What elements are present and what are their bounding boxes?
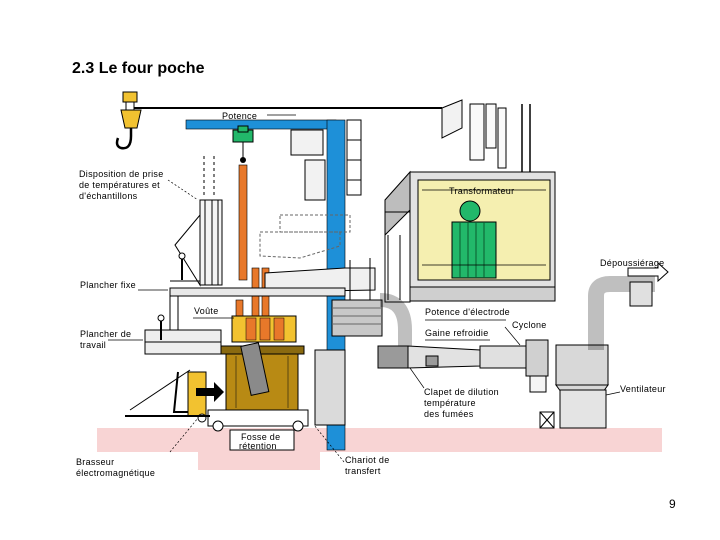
label-clapet-line3: des fumées xyxy=(424,409,474,419)
label-fosse-line2: rétention xyxy=(239,441,277,451)
label-clapet-line1: Clapet de dilution xyxy=(424,387,499,397)
label-fosse-line1: Fosse de xyxy=(241,432,281,442)
label-cyclone: Cyclone xyxy=(512,320,547,330)
label-disposition-line1: Disposition de prise xyxy=(79,169,164,179)
page-number: 9 xyxy=(669,497,676,511)
fume-duct xyxy=(314,276,655,429)
label-depoussierage: Dépoussiérage xyxy=(600,258,665,268)
label-ventilateur: Ventilateur xyxy=(620,384,666,394)
transformer xyxy=(417,179,551,281)
ladle xyxy=(219,315,305,411)
label-chariot-line1: Chariot de xyxy=(345,455,390,465)
trolley-hoist xyxy=(232,125,254,163)
label-plancher-travail-line1: Plancher de xyxy=(80,329,132,339)
work-platform xyxy=(125,314,224,423)
label-disposition-line3: d'échantillons xyxy=(79,191,138,201)
label-transformateur: Transformateur xyxy=(449,186,515,196)
depoussierage-arrow xyxy=(627,261,669,283)
label-chariot-line2: transfert xyxy=(345,466,381,476)
label-brasseur-line1: Brasseur xyxy=(76,457,115,467)
label-plancher-fixe: Plancher fixe xyxy=(80,280,136,290)
label-plancher-travail-line2: travail xyxy=(80,340,107,350)
slide-title: 2.3 Le four poche xyxy=(72,60,205,77)
crane-hook xyxy=(115,91,442,150)
label-clapet-line2: température xyxy=(424,398,476,408)
label-voute: Voûte xyxy=(194,306,219,316)
label-potence: Potence xyxy=(222,111,258,121)
electrodes xyxy=(235,164,270,337)
label-brasseur-line2: électromagnétique xyxy=(76,468,156,478)
fixed-platform xyxy=(169,252,346,330)
label-disposition-line2: de températures et xyxy=(79,180,160,190)
leader-lines xyxy=(108,114,621,463)
sampling-mast xyxy=(174,156,223,287)
label-gaine-refroidie: Gaine refroidie xyxy=(425,328,489,338)
electrode-arm xyxy=(259,214,376,300)
ground-floor xyxy=(97,428,662,470)
transfer-car xyxy=(207,409,309,451)
label-potence-electrode: Potence d'électrode xyxy=(425,307,510,317)
